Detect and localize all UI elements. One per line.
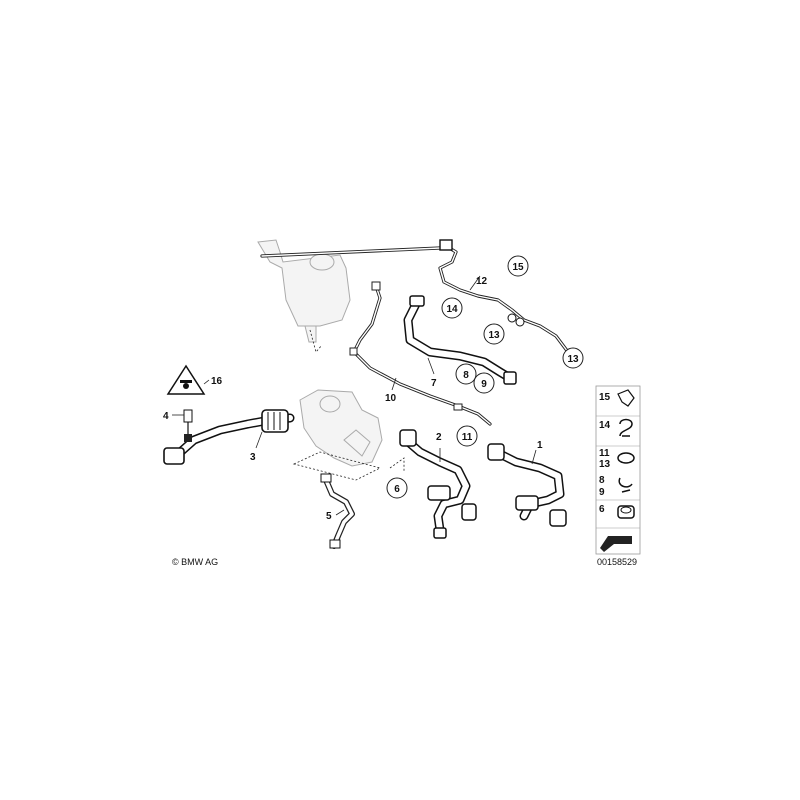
legend-item-11: 11	[599, 448, 610, 459]
callout-15: 15	[507, 255, 529, 277]
legend-item-15: 15	[599, 392, 611, 403]
callout-13a: 13	[483, 323, 505, 345]
legend-item-6: 6	[599, 504, 605, 515]
callout-8: 8	[455, 363, 477, 385]
expansion-tank	[257, 239, 351, 353]
legend-item-14: 14	[599, 420, 611, 431]
part-1-hose	[487, 443, 567, 527]
callout-14: 14	[441, 297, 463, 319]
callout-3: 3	[250, 452, 256, 463]
water-pump	[299, 389, 383, 467]
drawing-number: 00158529	[597, 557, 637, 567]
callout-13b: 13	[562, 347, 584, 369]
svg-text:13: 13	[567, 354, 579, 365]
clip-icon	[619, 418, 633, 437]
copyright-text: © BMW AG	[172, 557, 218, 567]
legend-item-13: 13	[599, 459, 611, 470]
callout-10: 10	[385, 393, 397, 404]
part-7-hose	[403, 295, 517, 385]
svg-text:8: 8	[463, 370, 469, 381]
small-parts-legend: 15 14 11 13 8 9 6	[595, 385, 641, 555]
svg-text:15: 15	[512, 262, 524, 273]
part-12-hose	[438, 239, 570, 354]
part-3-hose	[163, 409, 295, 465]
callout-9: 9	[473, 372, 495, 394]
part-5-hose	[320, 473, 355, 549]
callout-7: 7	[431, 378, 437, 389]
callout-12: 12	[476, 276, 488, 287]
legend-item-9: 9	[599, 487, 605, 498]
svg-text:13: 13	[488, 330, 500, 341]
hose-clamp-icon	[617, 452, 635, 464]
clip-icon	[618, 477, 633, 493]
arrow-icon	[600, 536, 632, 552]
callout-1: 1	[537, 440, 543, 451]
svg-text:9: 9	[481, 379, 487, 390]
part-10-pipe	[260, 246, 492, 426]
legend-item-8: 8	[599, 475, 605, 486]
svg-text:11: 11	[462, 432, 473, 443]
callout-16: 16	[211, 376, 223, 387]
callout-11: 11	[456, 425, 478, 447]
callout-4: 4	[163, 411, 169, 422]
callout-6: 6	[386, 477, 408, 499]
clip-icon	[617, 389, 635, 407]
part-2-hose	[399, 429, 477, 539]
callout-5: 5	[326, 511, 332, 522]
svg-text:6: 6	[394, 484, 400, 495]
part-4-sensor	[183, 409, 193, 442]
warning-triangle-icon	[166, 364, 206, 395]
callout-2: 2	[436, 432, 442, 443]
svg-text:14: 14	[446, 304, 458, 315]
